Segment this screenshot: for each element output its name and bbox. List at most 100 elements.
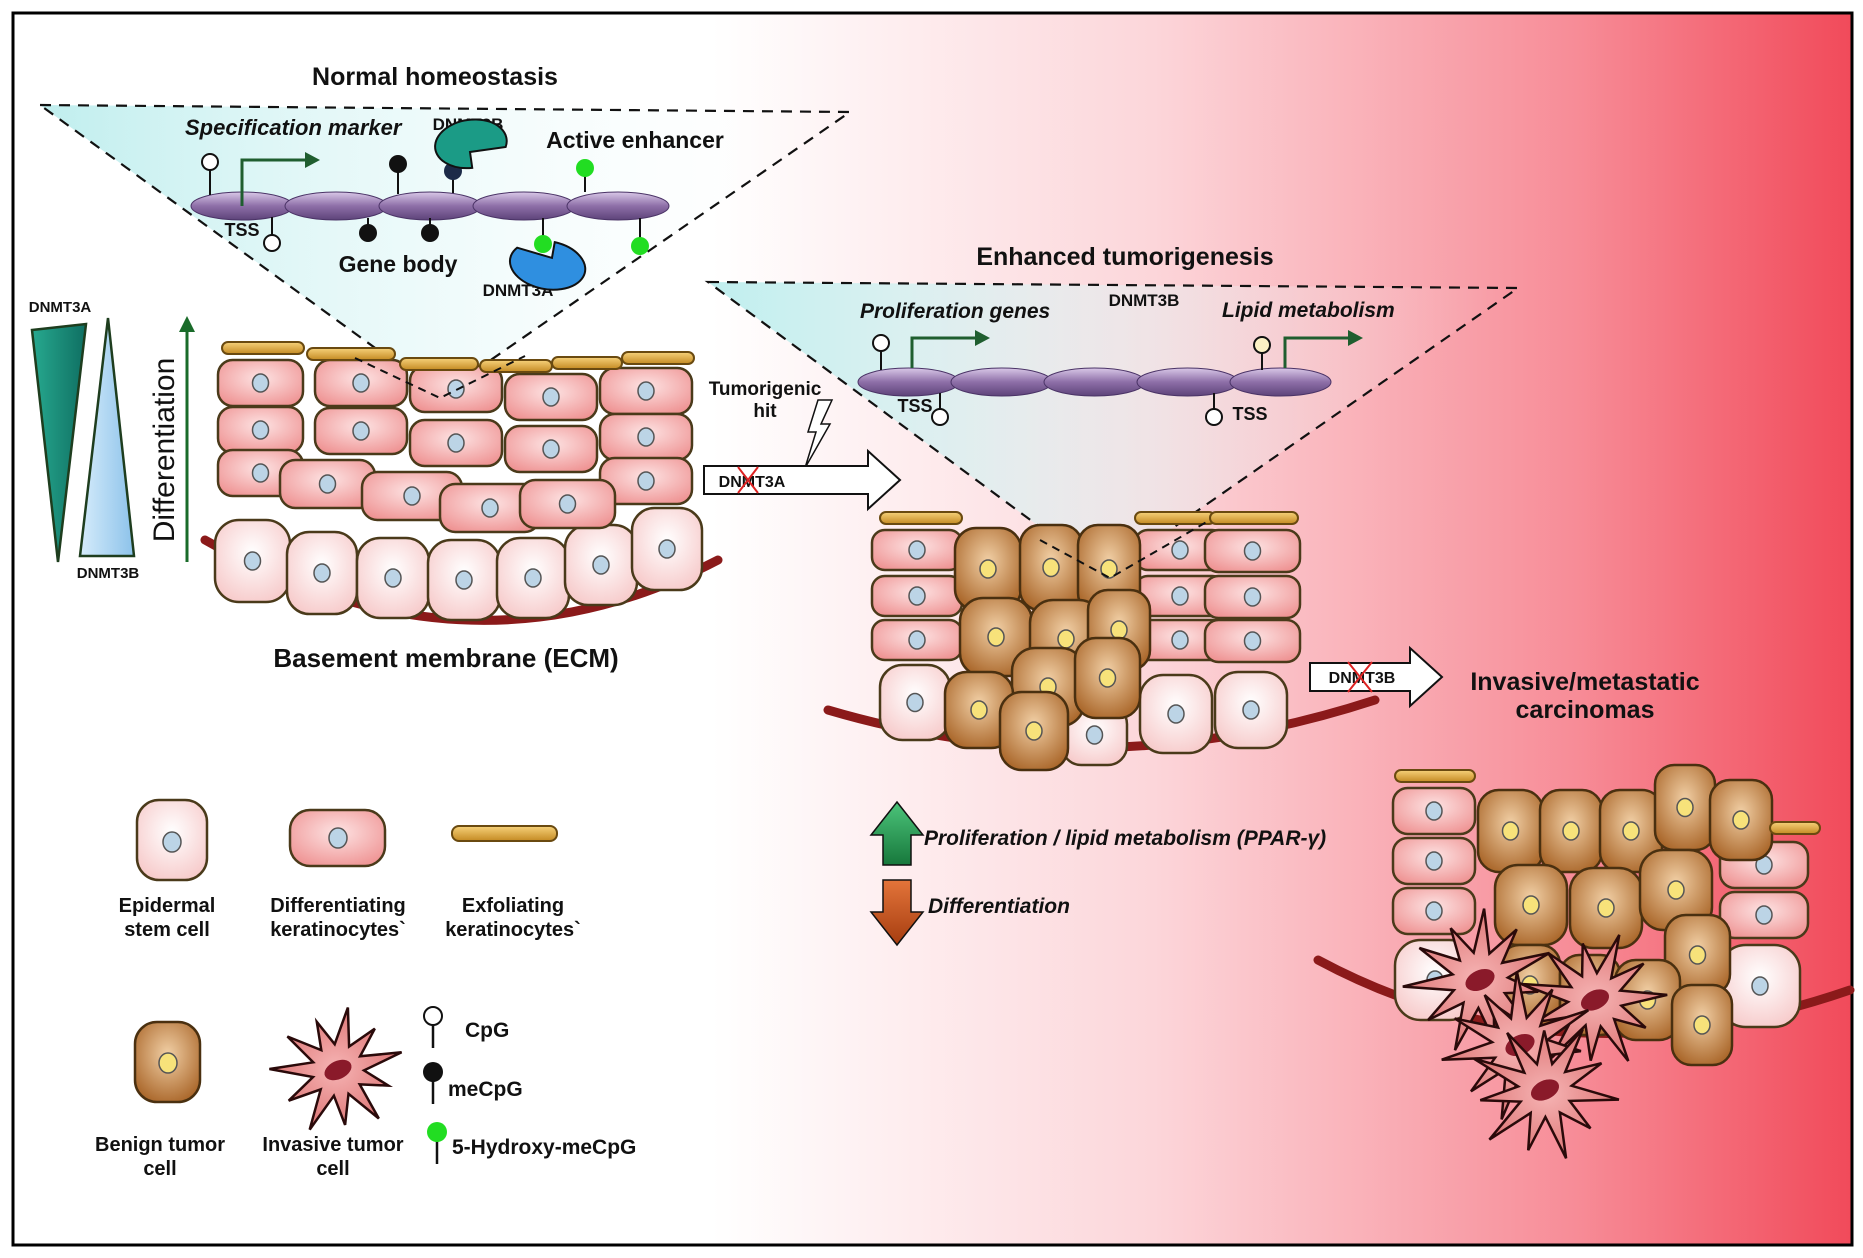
legend-differentiating-label-1: Differentiating: [270, 895, 406, 917]
effects: Proliferation / lipid metabolism (PPAR-γ…: [869, 800, 1326, 947]
dnmt3a-enzyme-icon: [508, 240, 587, 291]
exfoliating-cell: [1769, 821, 1821, 835]
down-effect-label: Differentiation: [928, 895, 1070, 918]
dnmt3a-loss-arrow-icon: [703, 448, 902, 512]
legend-exfoliating-label-1: Exfoliating: [462, 895, 564, 917]
tss-label-left: TSS: [897, 396, 932, 416]
nucleosome: [378, 191, 482, 221]
invasive-label-line2: carcinomas: [1516, 696, 1655, 724]
up-arrow-icon: [869, 800, 925, 866]
active-enhancer-label: Active enhancer: [546, 127, 724, 153]
cpg-lollipops-normal: [201, 153, 649, 255]
legend-exfoliating-icon: [451, 825, 558, 842]
nucleosome: [1229, 367, 1332, 397]
nucleosome: [950, 367, 1053, 397]
chromatin-tumor: [857, 367, 1332, 397]
enhanced-tumorigenesis-title: Enhanced tumorigenesis: [976, 243, 1273, 271]
exfoliating-cell: [551, 356, 623, 370]
exfoliating-cell: [399, 357, 479, 371]
specification-marker-label: Specification marker: [185, 115, 403, 140]
tumorigenic-hit: Tumorigenic hit DNMT3A: [703, 379, 902, 512]
legend-stem-cell-label-1: Epidermal: [119, 895, 216, 917]
proliferation-genes-label: Proliferation genes: [860, 300, 1050, 323]
legend-cpg-label: CpG: [465, 1019, 509, 1042]
lipid-metabolism-label: Lipid metabolism: [1222, 299, 1395, 322]
exfoliating-cell: [621, 351, 695, 365]
enhanced-tumorigenesis-panel: Enhanced tumorigenesis DNMT3B Proliferat…: [704, 243, 1522, 577]
unmethylated-cpg-icon: [201, 153, 219, 171]
invasive-carcinoma-tissue: [1313, 763, 1855, 1159]
legend-mecpg-icon: [423, 1062, 443, 1082]
methylated-cpg-icon: [421, 224, 439, 242]
legend-hmecpg-label: 5-Hydroxy-meCpG: [452, 1136, 636, 1159]
gene-body-label: Gene body: [339, 251, 458, 277]
chromatin-normal: [190, 191, 670, 221]
exfoliating-cell: [879, 511, 963, 525]
normal-homeostasis-panel: Normal homeostasis Specification marker …: [36, 63, 854, 397]
tss-arrow-icon: [1283, 336, 1355, 368]
dnmt3b-enzyme-icon: [434, 118, 508, 170]
legend-cpg-icon: [423, 1006, 443, 1026]
tumorigenic-hit-label-line1: Tumorigenic: [709, 379, 822, 400]
nucleosome: [284, 191, 388, 221]
methylated-cpg-icon: [389, 155, 407, 173]
legend-hmecpg-icon: [427, 1122, 447, 1142]
differentiation-axis-label: Differentiation: [148, 358, 181, 543]
normal-homeostasis-title: Normal homeostasis: [312, 63, 558, 91]
unmethylated-cpg-icon: [263, 234, 281, 252]
tumorigenic-hit-label-line2: hit: [753, 401, 777, 422]
dnmt-gradient: DNMT3A DNMT3B Differentiation: [29, 299, 195, 582]
up-effect-label: Proliferation / lipid metabolism (PPAR-γ…: [924, 827, 1326, 850]
exfoliating-cell: [1134, 511, 1216, 525]
dnmt3a-loss-label: DNMT3A: [719, 474, 786, 491]
legend: Epidermal stem cell Differentiating kera…: [95, 798, 636, 1180]
invasive-label-line1: Invasive/metastatic: [1470, 668, 1699, 696]
exfoliating-cell: [1209, 511, 1299, 525]
lightning-bolt-icon: [804, 399, 834, 469]
legend-benign-tumor-label-2: cell: [143, 1158, 176, 1180]
exfoliating-cell: [479, 359, 553, 373]
legend-benign-tumor-label-1: Benign tumor: [95, 1134, 225, 1156]
benign-tumor-tissue: [823, 511, 1380, 772]
unmethylated-cpg-icon: [931, 408, 949, 426]
nucleosome: [1136, 367, 1239, 397]
tss-arrow-icon: [910, 336, 982, 368]
legend-stem-cell-label-2: stem cell: [124, 919, 210, 941]
exfoliating-cell: [221, 341, 305, 355]
dnmt3b-loss: DNMT3B Invasive/metastatic carcinomas: [1309, 645, 1700, 724]
tss-label-normal: TSS: [224, 220, 259, 240]
dnmt3a-gradient-label: DNMT3A: [29, 299, 92, 316]
loss-cross-icon: [737, 466, 759, 494]
exfoliating-cell: [1394, 769, 1476, 783]
dnmt3b-gradient-triangle: [78, 317, 136, 558]
unmethylated-cpg-icon: [1253, 336, 1271, 354]
legend-exfoliating-label-2: keratinocytes`: [445, 919, 581, 941]
legend-mecpg-label: meCpG: [448, 1078, 523, 1101]
tss-label-right: TSS: [1232, 404, 1267, 424]
hydroxymethyl-cpg-icon: [631, 237, 649, 255]
down-arrow-icon: [869, 879, 925, 947]
dnmt3b-label-tumor: DNMT3B: [1109, 291, 1180, 310]
legend-invasive-tumor-icon: [269, 1007, 403, 1131]
dnmt3a-gradient-triangle: [30, 322, 88, 563]
legend-invasive-tumor-label-1: Invasive tumor: [262, 1134, 403, 1156]
tss-arrow-icon: [240, 158, 312, 206]
unmethylated-cpg-icon: [1205, 408, 1223, 426]
dnmt3b-loss-arrow-icon: [1309, 645, 1444, 709]
legend-invasive-tumor-label-2: cell: [316, 1158, 349, 1180]
exfoliating-cell: [306, 347, 396, 361]
basement-membrane-label: Basement membrane (ECM): [273, 643, 618, 673]
nucleosome: [1043, 367, 1146, 397]
nucleosome: [566, 191, 670, 221]
loss-cross-icon: [1347, 661, 1373, 693]
dnmt3b-gradient-label: DNMT3B: [77, 565, 140, 582]
nucleosome: [857, 367, 960, 397]
nucleosome: [472, 191, 576, 221]
unmethylated-cpg-icon: [872, 334, 890, 352]
methylated-cpg-icon: [359, 224, 377, 242]
normal-epidermis: [200, 341, 723, 625]
hydroxymethyl-cpg-icon: [534, 235, 552, 253]
legend-differentiating-label-2: keratinocytes`: [270, 919, 406, 941]
hydroxymethyl-cpg-icon: [576, 159, 594, 177]
